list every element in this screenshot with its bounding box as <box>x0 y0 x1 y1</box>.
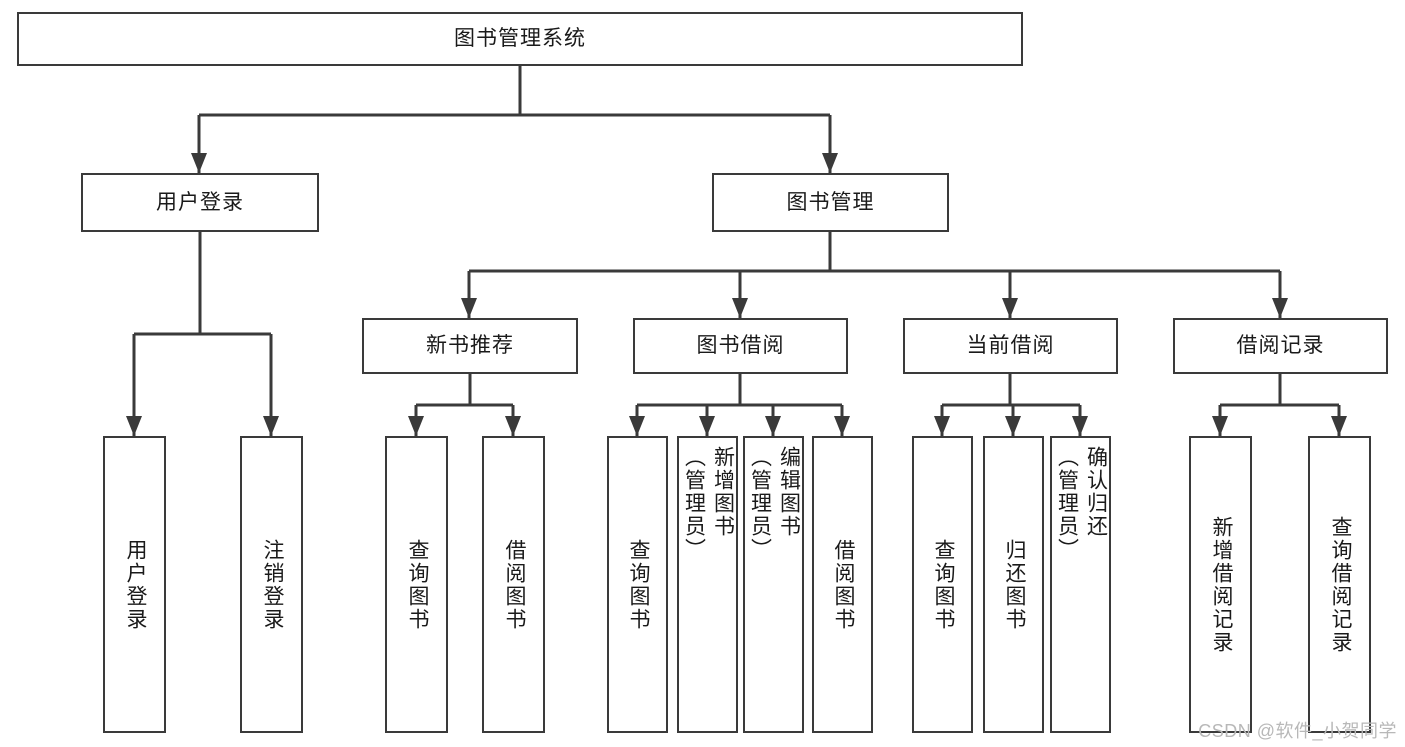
node-leaf-user-login[interactable]: 用户登录 <box>103 436 166 733</box>
csdn-watermark: CSDN @软件_小贺同学 <box>1198 721 1397 741</box>
node-leaf-borrow-book-1-label: 借阅图书 <box>502 538 526 631</box>
node-leaf-return-book[interactable]: 归还图书 <box>983 436 1044 733</box>
edge-arrowhead-user-login-fanout-1 <box>263 416 279 436</box>
node-leaf-borrow-book-1[interactable]: 借阅图书 <box>482 436 545 733</box>
node-user-login-label: 用户登录 <box>156 190 244 214</box>
edge-arrowhead-book-manage-fanout-1 <box>732 298 748 318</box>
node-leaf-add-book-label: 新增图书 （管理员） <box>682 446 735 561</box>
edge-arrowhead-book-borrow-fanout-1 <box>699 416 715 436</box>
node-leaf-query-borrow-record[interactable]: 查询借阅记录 <box>1308 436 1371 733</box>
node-leaf-user-logout[interactable]: 注销登录 <box>240 436 303 733</box>
edge-arrowhead-current-borrow-fanout-2 <box>1072 416 1088 436</box>
edge-arrowhead-new-book-rec-fanout-0 <box>408 416 424 436</box>
node-leaf-confirm-return[interactable]: 确认归还 （管理员） <box>1050 436 1111 733</box>
node-root-system-label: 图书管理系统 <box>454 27 586 51</box>
node-leaf-query-book-2-label: 查询图书 <box>626 538 650 631</box>
edge-arrowhead-book-borrow-fanout-3 <box>834 416 850 436</box>
node-book-borrow-label: 图书借阅 <box>696 334 785 358</box>
node-leaf-query-book-2[interactable]: 查询图书 <box>607 436 668 733</box>
node-leaf-return-book-label: 归还图书 <box>1002 538 1026 631</box>
edge-arrowhead-borrow-record-fanout-0 <box>1212 416 1228 436</box>
node-leaf-borrow-book-2[interactable]: 借阅图书 <box>812 436 873 733</box>
node-new-book-recommendation[interactable]: 新书推荐 <box>362 318 578 374</box>
node-leaf-add-borrow-record-label: 新增借阅记录 <box>1209 515 1233 654</box>
node-book-borrow[interactable]: 图书借阅 <box>633 318 848 374</box>
edge-arrowhead-book-manage-fanout-2 <box>1002 298 1018 318</box>
node-borrow-record[interactable]: 借阅记录 <box>1173 318 1388 374</box>
node-leaf-add-book[interactable]: 新增图书 （管理员） <box>677 436 738 733</box>
node-book-management[interactable]: 图书管理 <box>712 173 949 232</box>
node-leaf-edit-book-label: 编辑图书 （管理员） <box>748 446 801 561</box>
node-leaf-query-book-1[interactable]: 查询图书 <box>385 436 448 733</box>
edge-arrowhead-user-login-fanout-0 <box>126 416 142 436</box>
edge-arrowhead-book-manage-fanout-0 <box>461 298 477 318</box>
edge-arrowhead-current-borrow-fanout-1 <box>1005 416 1021 436</box>
node-leaf-borrow-book-2-label: 借阅图书 <box>831 538 855 631</box>
node-current-borrow-label: 当前借阅 <box>966 334 1055 358</box>
node-leaf-edit-book[interactable]: 编辑图书 （管理员） <box>743 436 804 733</box>
edge-arrowhead-book-manage-fanout-3 <box>1272 298 1288 318</box>
edge-arrowhead-new-book-rec-fanout-1 <box>505 416 521 436</box>
node-leaf-confirm-return-label: 确认归还 （管理员） <box>1055 446 1108 561</box>
node-leaf-user-login-label: 用户登录 <box>123 538 147 631</box>
node-leaf-query-book-1-label: 查询图书 <box>405 538 429 631</box>
edge-arrowhead-root-fanout-0 <box>191 153 207 173</box>
node-book-management-label: 图书管理 <box>786 190 875 214</box>
node-leaf-query-borrow-record-label: 查询借阅记录 <box>1328 515 1352 654</box>
node-leaf-query-book-3[interactable]: 查询图书 <box>912 436 973 733</box>
edge-arrowhead-book-borrow-fanout-2 <box>765 416 781 436</box>
edge-arrowhead-book-borrow-fanout-0 <box>629 416 645 436</box>
edge-arrowhead-borrow-record-fanout-1 <box>1331 416 1347 436</box>
node-current-borrow[interactable]: 当前借阅 <box>903 318 1118 374</box>
node-leaf-add-borrow-record[interactable]: 新增借阅记录 <box>1189 436 1252 733</box>
node-borrow-record-label: 借阅记录 <box>1236 334 1325 358</box>
node-leaf-query-book-3-label: 查询图书 <box>931 538 955 631</box>
node-new-book-recommendation-label: 新书推荐 <box>426 334 514 358</box>
edge-arrowhead-root-fanout-1 <box>822 153 838 173</box>
edge-arrowhead-current-borrow-fanout-0 <box>934 416 950 436</box>
node-root-system[interactable]: 图书管理系统 <box>17 12 1023 66</box>
node-user-login[interactable]: 用户登录 <box>81 173 319 232</box>
node-leaf-user-logout-label: 注销登录 <box>260 538 284 631</box>
